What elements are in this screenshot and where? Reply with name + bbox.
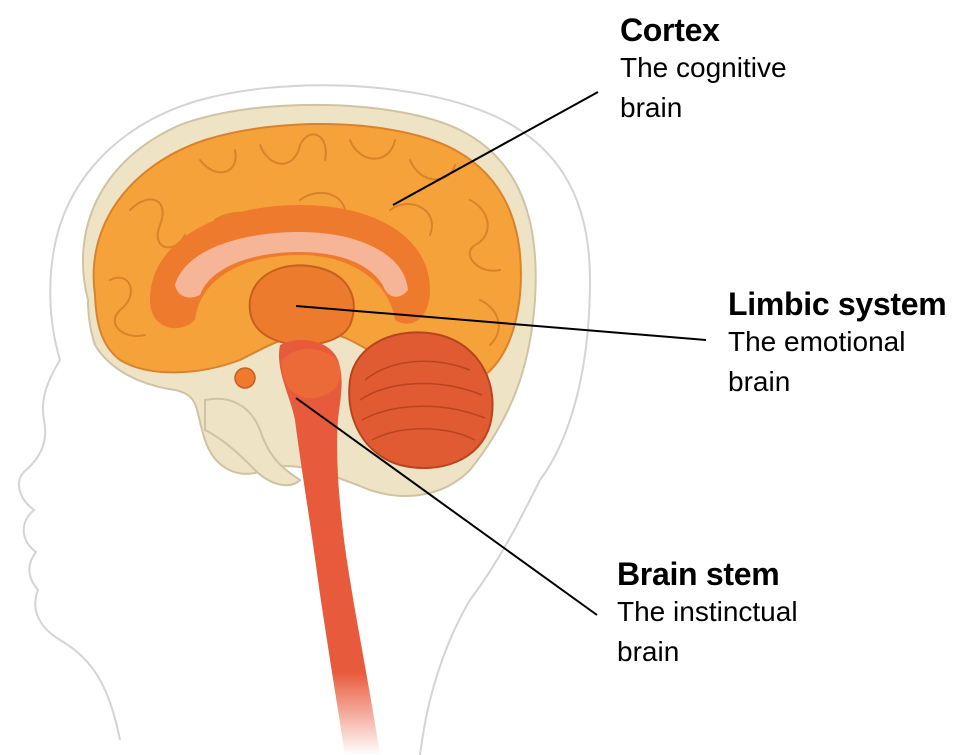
- cortex-title: Cortex: [620, 12, 850, 48]
- limbic-title: Limbic system: [728, 286, 958, 322]
- limbic-label: Limbic system The emotional brain: [728, 286, 958, 402]
- stem-description: The instinctual brain: [617, 592, 847, 672]
- cerebellum: [349, 332, 492, 468]
- stem-title: Brain stem: [617, 556, 847, 592]
- limbic-core: [250, 265, 354, 345]
- cortex-label: Cortex The cognitive brain: [620, 12, 850, 128]
- pituitary: [235, 368, 255, 388]
- cortex-description: The cognitive brain: [620, 48, 850, 128]
- stem-label: Brain stem The instinctual brain: [617, 556, 847, 672]
- limbic-description: The emotional brain: [728, 322, 958, 402]
